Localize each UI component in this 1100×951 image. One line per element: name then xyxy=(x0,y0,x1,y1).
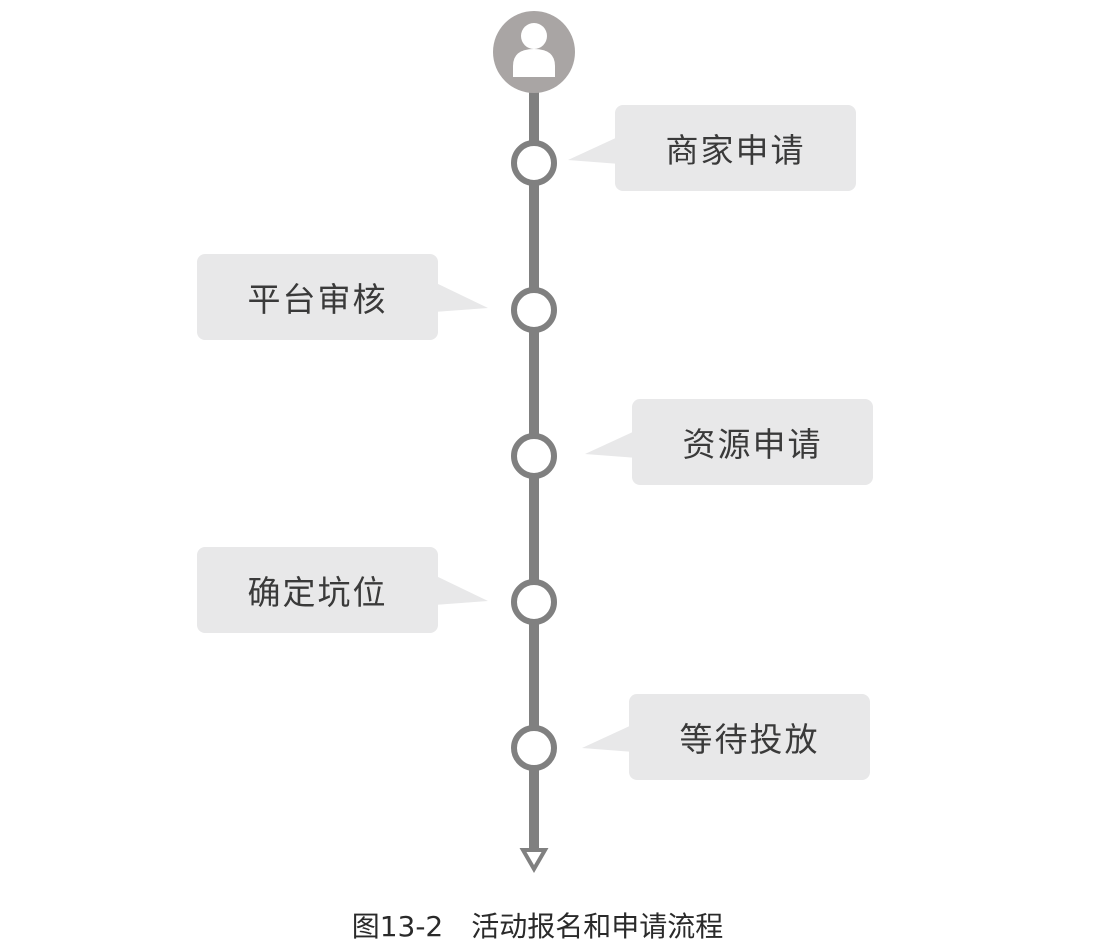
callout-pointer xyxy=(568,136,620,164)
step-node xyxy=(511,140,557,186)
callout-pointer xyxy=(434,282,488,312)
step-confirm-slot: 确定坑位 xyxy=(197,547,438,633)
step-await-launch: 等待投放 xyxy=(629,694,870,780)
step-node xyxy=(511,725,557,771)
callout-pointer xyxy=(585,430,637,458)
step-label: 商家申请 xyxy=(665,131,806,170)
step-node xyxy=(511,287,557,333)
step-label: 确定坑位 xyxy=(247,573,388,612)
callout-pointer xyxy=(582,724,634,752)
step-node xyxy=(511,433,557,479)
step-platform-review: 平台审核 xyxy=(197,254,438,340)
step-label: 平台审核 xyxy=(247,280,388,319)
arrow-down-icon xyxy=(519,848,549,873)
step-resource-apply: 资源申请 xyxy=(632,399,873,485)
figure-title: 活动报名和申请流程 xyxy=(471,910,724,943)
step-label: 等待投放 xyxy=(679,720,820,759)
figure-caption: 图13-2 活动报名和申请流程 xyxy=(0,905,1075,945)
callout-pointer xyxy=(434,575,488,605)
step-merchant-apply: 商家申请 xyxy=(615,105,856,191)
figure-number: 图13-2 xyxy=(351,910,444,943)
step-label: 资源申请 xyxy=(682,425,823,464)
step-node xyxy=(511,579,557,625)
user-avatar-icon xyxy=(493,11,575,93)
